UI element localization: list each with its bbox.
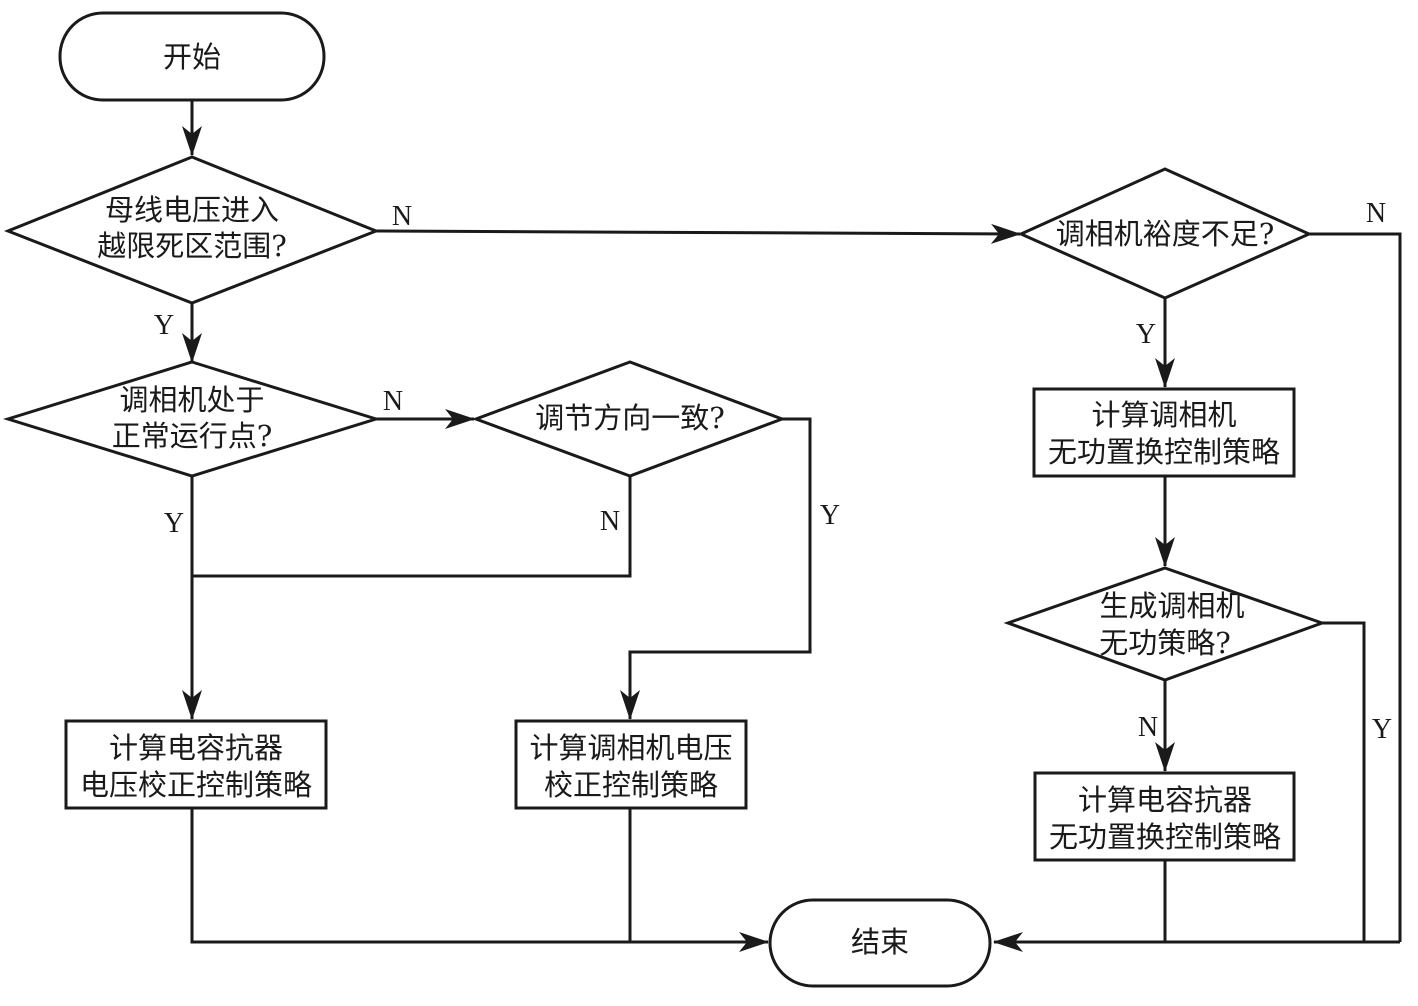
- node-calc-capacitor-voltage: 计算电容抗器 电压校正控制策略: [64, 719, 328, 810]
- decision-shape: [471, 360, 787, 478]
- label-deadband-no: N: [392, 201, 412, 232]
- decision-shape: [1017, 167, 1313, 300]
- node-check-direction: 调节方向一致?: [471, 360, 787, 478]
- terminator-shape: [768, 898, 992, 988]
- label-direction-yes: Y: [820, 500, 840, 531]
- edge-deadband-no-to-margin: [375, 223, 1021, 244]
- process-shape: [514, 719, 748, 810]
- edge-capacitor-voltage-to-end: [190, 808, 769, 952]
- node-end: 结束: [768, 898, 992, 988]
- label-deadband-yes: Y: [154, 310, 174, 341]
- node-calc-capacitor-swap-line2: 无功置换控制策略: [1049, 820, 1281, 854]
- node-end-label: 结束: [851, 925, 909, 959]
- edge-labels: N Y N Y N Y N Y N Y: [154, 198, 1392, 745]
- edges: [182, 100, 1402, 952]
- edge-direction-no-merge: [192, 476, 632, 578]
- node-check-deadband-line1: 母线电压进入: [105, 193, 279, 227]
- node-calc-capacitor-voltage-line1: 计算电容抗器: [109, 731, 283, 765]
- edge-margin-no-to-end: [1309, 232, 1402, 942]
- label-normal-yes: Y: [164, 508, 184, 539]
- node-start-label: 开始: [163, 40, 221, 74]
- terminator-shape: [58, 11, 326, 102]
- edge-direction-yes-to-compensator-voltage: [620, 417, 812, 720]
- edge-generated-yes-to-end: [1322, 621, 1366, 942]
- node-check-generated-line2: 无功策略?: [1099, 626, 1231, 660]
- node-check-deadband: 母线电压进入 越限死区范围?: [3, 155, 381, 305]
- node-calc-compensator-voltage-line1: 计算调相机电压: [529, 731, 732, 765]
- node-check-direction-label: 调节方向一致?: [535, 401, 725, 435]
- label-generated-yes: Y: [1372, 714, 1392, 745]
- node-calc-capacitor-voltage-line2: 电压校正控制策略: [80, 768, 312, 802]
- decision-shape: [3, 155, 381, 305]
- node-calc-compensator-swap: 计算调相机 无功置换控制策略: [1032, 387, 1296, 478]
- node-check-margin: 调相机裕度不足?: [1017, 167, 1313, 300]
- label-margin-no: N: [1366, 198, 1386, 229]
- node-calc-compensator-voltage: 计算调相机电压 校正控制策略: [514, 719, 748, 810]
- label-direction-no: N: [600, 506, 620, 537]
- node-calc-capacitor-swap: 计算电容抗器 无功置换控制策略: [1033, 771, 1296, 862]
- process-shape: [64, 719, 328, 810]
- node-check-generated-line1: 生成调相机: [1099, 589, 1244, 623]
- node-check-deadband-line2: 越限死区范围?: [97, 229, 287, 263]
- node-calc-compensator-swap-line2: 无功置换控制策略: [1048, 435, 1280, 469]
- node-check-normal-point-line1: 调相机处于: [119, 383, 264, 417]
- label-generated-no: N: [1138, 712, 1158, 743]
- process-shape: [1033, 771, 1296, 862]
- node-calc-capacitor-swap-line1: 计算电容抗器: [1078, 783, 1252, 817]
- node-check-normal-point: 调相机处于 正常运行点?: [2, 360, 382, 478]
- process-shape: [1032, 387, 1296, 478]
- node-calc-compensator-voltage-line2: 校正控制策略: [544, 768, 718, 802]
- node-check-generated: 生成调相机 无功策略?: [1003, 566, 1327, 682]
- label-normal-no: N: [383, 386, 403, 417]
- label-margin-yes: Y: [1136, 319, 1156, 350]
- decision-shape: [2, 360, 382, 478]
- node-check-normal-point-line2: 正常运行点?: [112, 419, 273, 453]
- node-check-margin-label: 调相机裕度不足?: [1056, 217, 1275, 251]
- node-calc-compensator-swap-line1: 计算调相机: [1091, 398, 1236, 432]
- node-start: 开始: [58, 11, 326, 102]
- decision-shape: [1003, 566, 1327, 682]
